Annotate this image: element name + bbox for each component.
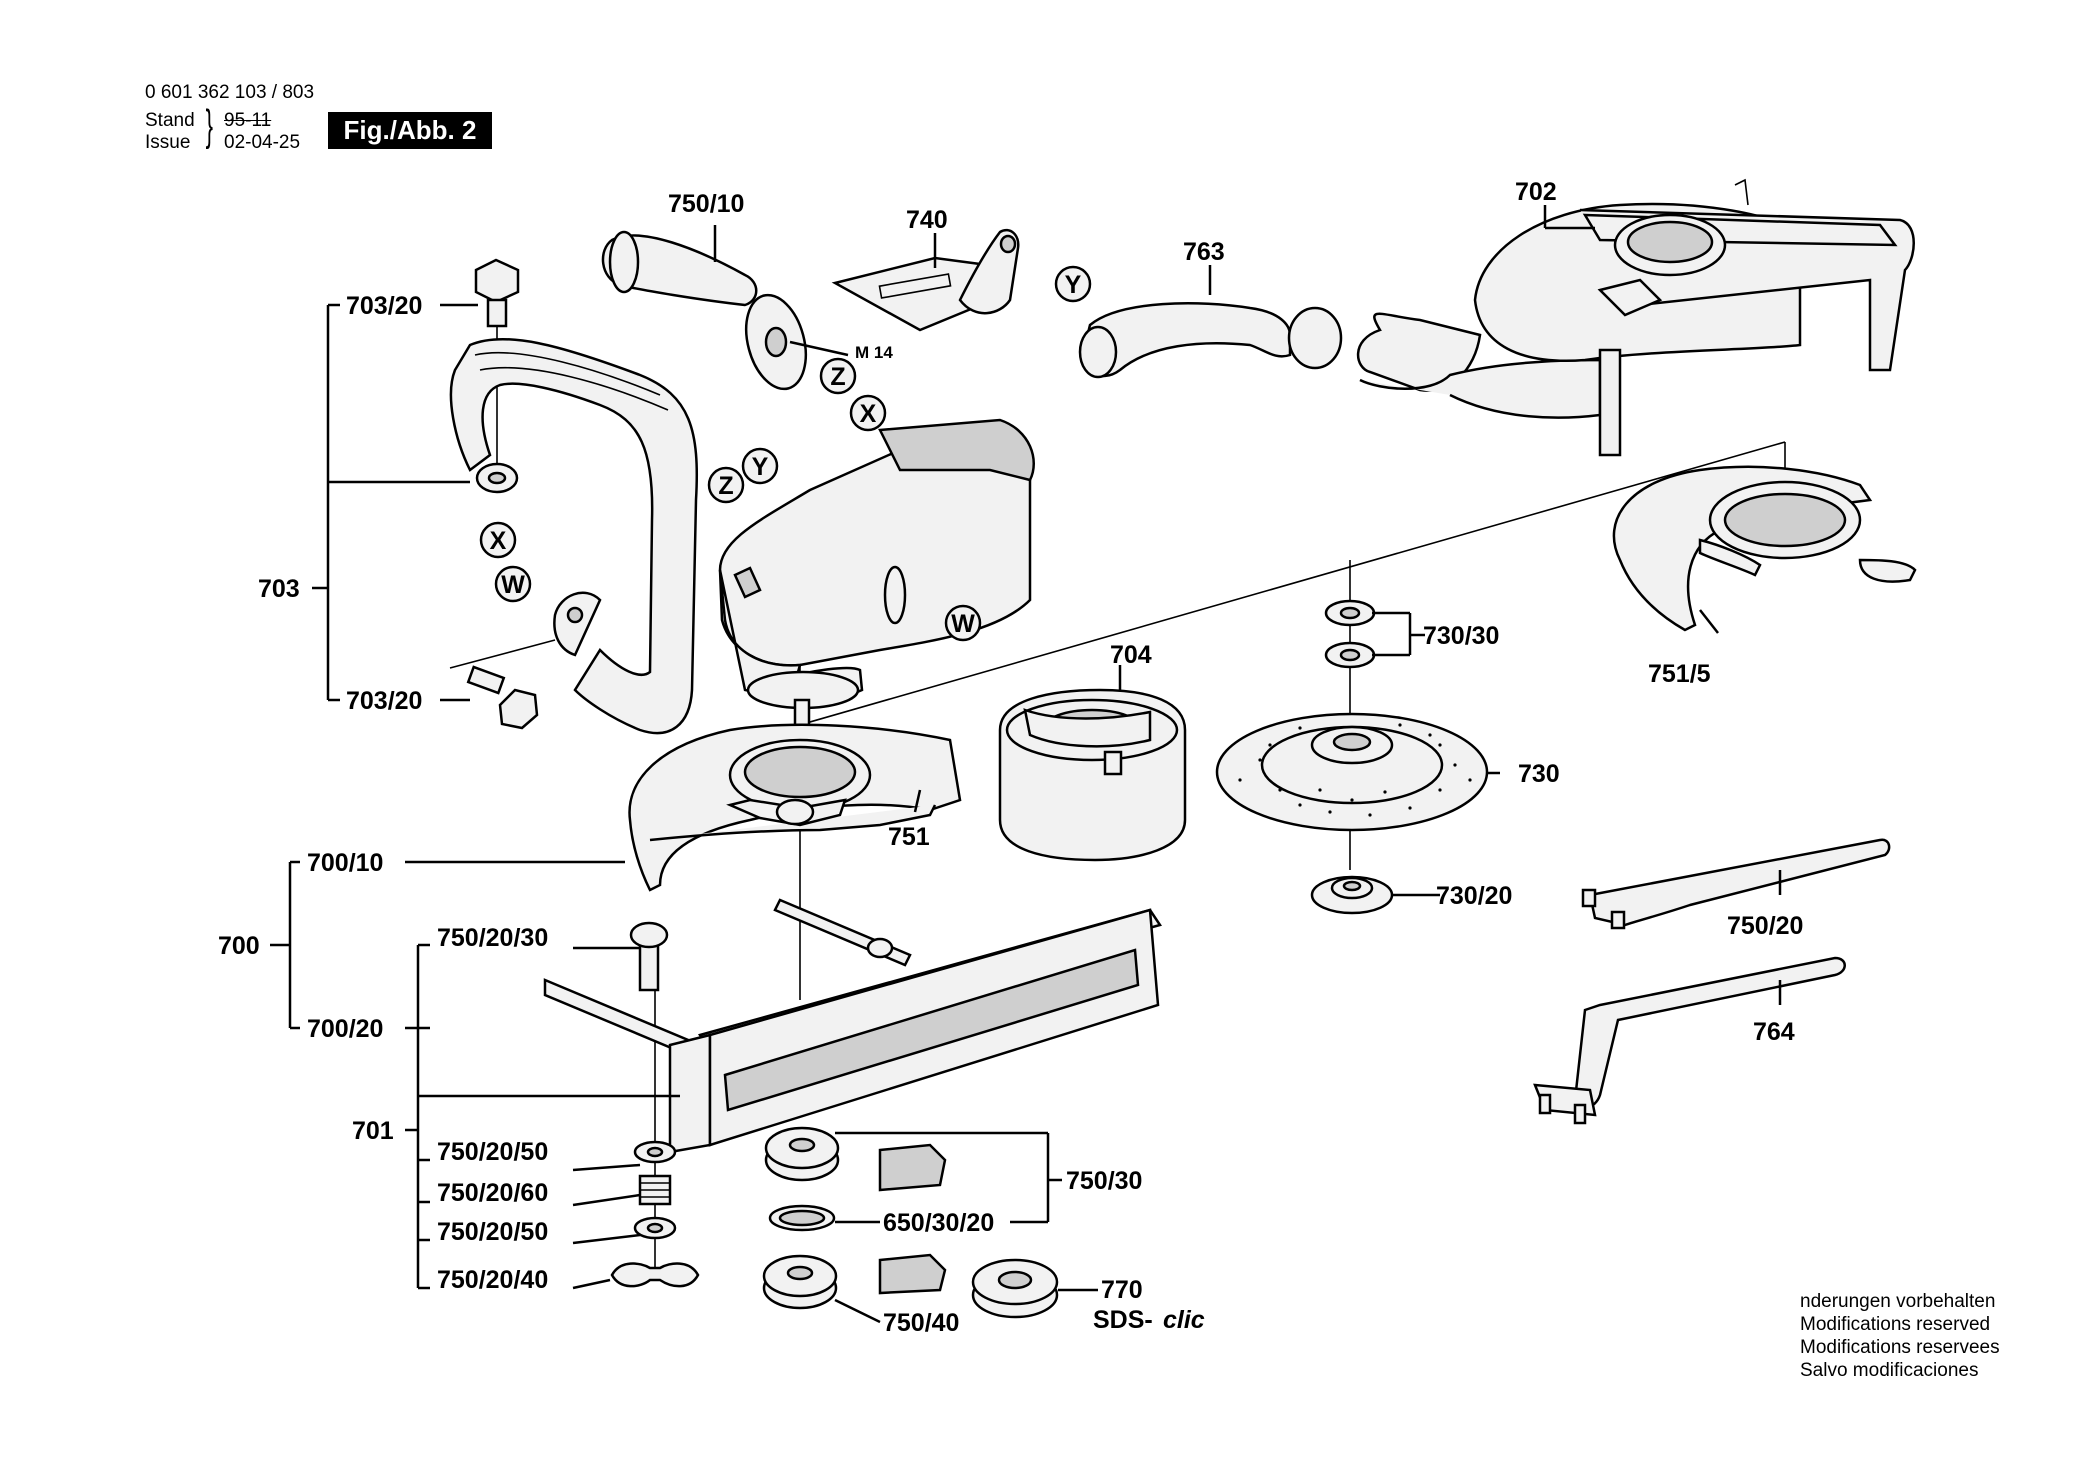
cutting-guide-700 xyxy=(543,898,1162,1154)
label-703-20-top: 703/20 xyxy=(346,292,422,320)
label-clic: clic xyxy=(1163,1306,1205,1334)
label-751-5: 751/5 xyxy=(1648,660,1711,688)
drawing-number: 0 601 362 103 / 803 xyxy=(145,82,315,103)
callout-z-side-handle: Z xyxy=(830,363,845,391)
label-730-20: 730/20 xyxy=(1436,882,1512,910)
callout-z-grinder: Z xyxy=(718,472,733,500)
label-750-20-60: 750/20/60 xyxy=(437,1179,548,1207)
callout-x-handle: X xyxy=(490,527,507,555)
part-labels: 750/10 740 763 702 M 14 703/20 703 703/2… xyxy=(218,178,1803,1337)
note-line: Modifications reserved xyxy=(1800,1314,1991,1335)
leader-lines xyxy=(270,205,1782,1324)
label-704: 704 xyxy=(1110,641,1152,669)
modification-notes: nderungen vorbehalten Modifications rese… xyxy=(1800,1290,2000,1382)
label-750-20: 750/20 xyxy=(1727,912,1803,940)
grinding-disc-730 xyxy=(1215,712,1489,832)
note-line: Modifications reservees xyxy=(1800,1337,2000,1358)
label-750-20-50-a: 750/20/50 xyxy=(437,1138,548,1166)
note-line: Salvo modificaciones xyxy=(1800,1360,1979,1381)
label-650-30-20: 650/30/20 xyxy=(883,1209,994,1237)
label-702: 702 xyxy=(1515,178,1557,206)
group-bracket-703 xyxy=(312,303,478,702)
label-751: 751 xyxy=(888,823,930,851)
side-handle-750-10 xyxy=(601,230,849,391)
label-740: 740 xyxy=(906,206,948,234)
label-750-20-50-b: 750/20/50 xyxy=(437,1218,548,1246)
callout-x-grinder: X xyxy=(860,400,877,428)
label-m14: M 14 xyxy=(855,343,893,362)
label-700-20: 700/20 xyxy=(307,1015,383,1043)
bow-handle-703 xyxy=(449,258,699,735)
callout-w-handle: W xyxy=(501,571,525,599)
stand-value: 95-11 xyxy=(224,110,272,131)
label-730-30: 730/30 xyxy=(1423,622,1499,650)
label-703: 703 xyxy=(258,575,300,603)
cutting-guard-702 xyxy=(1356,178,1915,457)
issue-label: Issue xyxy=(145,132,191,153)
label-750-30: 750/30 xyxy=(1066,1167,1142,1195)
bracket-plate-740 xyxy=(831,228,1020,332)
wrench-764 xyxy=(1533,956,1846,1125)
angle-grinder-body xyxy=(718,418,1035,727)
label-703-20-bottom: 703/20 xyxy=(346,687,422,715)
stand-label: Stand xyxy=(145,110,195,131)
flange-730-20 xyxy=(1310,875,1394,915)
label-750-10: 750/10 xyxy=(668,190,744,218)
label-sds: SDS- xyxy=(1093,1306,1153,1334)
callout-y-plate: Y xyxy=(1065,271,1082,299)
label-701: 701 xyxy=(352,1117,394,1145)
callout-circles: X W Z Y X Z Y W xyxy=(479,265,1092,642)
bracket-brace: } xyxy=(205,101,214,150)
extraction-hose-763 xyxy=(1078,302,1343,379)
label-763: 763 xyxy=(1183,238,1225,266)
washers-730-30 xyxy=(1324,599,1376,669)
protection-guard-751-5 xyxy=(1612,465,1917,632)
label-730: 730 xyxy=(1518,760,1560,788)
flange-nuts xyxy=(762,1126,1059,1319)
two-pin-wrench-750-20 xyxy=(1581,838,1891,930)
label-700-10: 700/10 xyxy=(307,849,383,877)
wing-nut-stack xyxy=(610,1140,700,1288)
issue-value: 02-04-25 xyxy=(224,132,301,153)
label-770: 770 xyxy=(1101,1276,1143,1304)
figure-label: Fig./Abb. 2 xyxy=(328,112,492,149)
note-line: nderungen vorbehalten xyxy=(1800,1291,1996,1312)
callout-w-grinder: W xyxy=(951,610,975,638)
label-750-40: 750/40 xyxy=(883,1309,959,1337)
label-750-20-30: 750/20/30 xyxy=(437,924,548,952)
callout-y-grinder: Y xyxy=(752,453,769,481)
wheel-guard-751 xyxy=(628,723,962,892)
label-700: 700 xyxy=(218,932,260,960)
label-764: 764 xyxy=(1753,1018,1795,1046)
label-750-20-40: 750/20/40 xyxy=(437,1266,548,1294)
dust-hood-704 xyxy=(998,688,1187,862)
